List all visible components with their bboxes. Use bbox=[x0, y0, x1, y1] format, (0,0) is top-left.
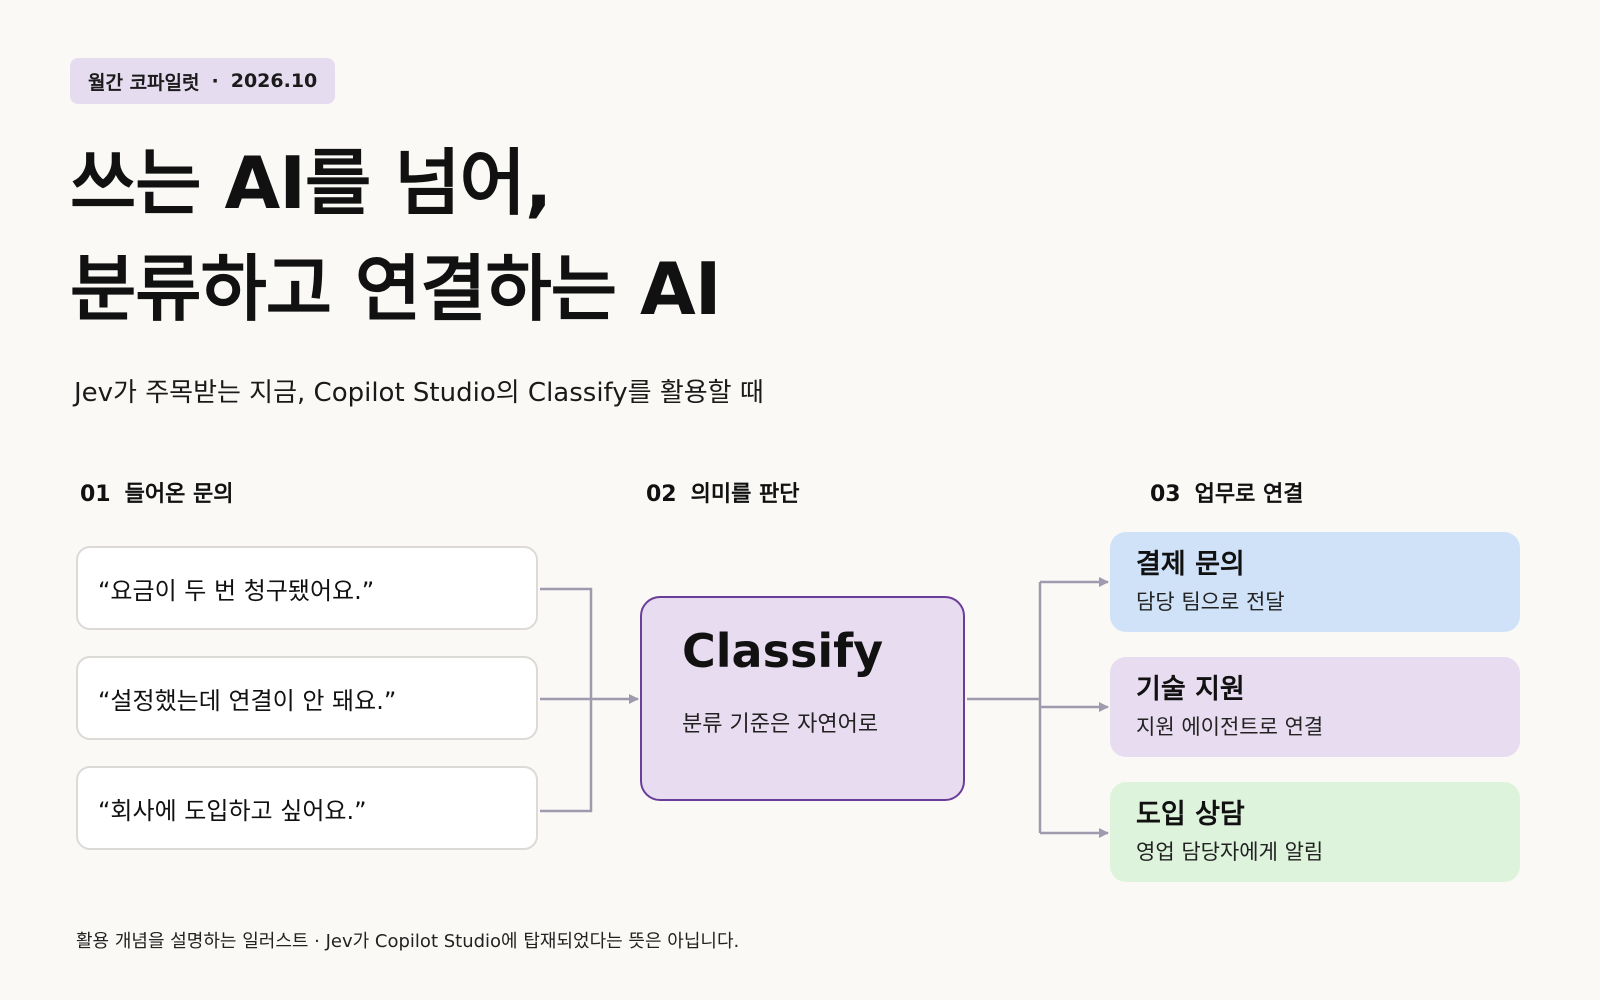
column-number: 01 bbox=[80, 482, 111, 507]
query-card-billing: “요금이 두 번 청구됐어요.” bbox=[76, 546, 538, 630]
issue-date: 2026.10 bbox=[230, 70, 318, 92]
title-line-1: 쓰는 AI를 넘어, bbox=[70, 141, 552, 225]
outcome-title: 결제 문의 bbox=[1136, 549, 1245, 580]
outcome-title: 기술 지원 bbox=[1136, 674, 1245, 705]
outcome-card-tech-support: 기술 지원 지원 에이전트로 연결 bbox=[1110, 657, 1520, 757]
column-number: 02 bbox=[646, 482, 677, 507]
column-label: 의미를 판단 bbox=[690, 482, 800, 507]
outcome-card-billing: 결제 문의 담당 팀으로 전달 bbox=[1110, 532, 1520, 632]
query-card-connection: “설정했는데 연결이 안 돼요.” bbox=[76, 656, 538, 740]
outcome-description: 영업 담당자에게 알림 bbox=[1136, 840, 1324, 864]
footnote: 활용 개념을 설명하는 일러스트 · Jev가 Copilot Studio에 … bbox=[76, 931, 740, 952]
badge-separator: · bbox=[211, 70, 219, 92]
column-heading-incoming: 01 들어온 문의 bbox=[80, 476, 234, 508]
outcome-title: 도입 상담 bbox=[1136, 799, 1245, 830]
query-card-adoption: “회사에 도입하고 싶어요.” bbox=[76, 766, 538, 850]
classify-description: 분류 기준은 자연어로 bbox=[682, 712, 879, 737]
outcome-description: 담당 팀으로 전달 bbox=[1136, 590, 1285, 614]
classify-name: Classify bbox=[682, 624, 884, 678]
column-heading-connect: 03 업무로 연결 bbox=[1150, 476, 1304, 508]
publication-name: 월간 코파일럿 bbox=[88, 71, 200, 94]
column-label: 업무로 연결 bbox=[1194, 482, 1304, 507]
outcome-description: 지원 에이전트로 연결 bbox=[1136, 715, 1324, 739]
column-label: 들어온 문의 bbox=[124, 482, 234, 507]
page-title: 쓰는 AI를 넘어, 분류하고 연결하는 AI bbox=[70, 130, 722, 342]
title-line-2: 분류하고 연결하는 AI bbox=[70, 247, 722, 331]
column-heading-judge: 02 의미를 판단 bbox=[646, 476, 800, 508]
column-number: 03 bbox=[1150, 482, 1181, 507]
outcome-card-adoption: 도입 상담 영업 담당자에게 알림 bbox=[1110, 782, 1520, 882]
page-subtitle: Jev가 주목받는 지금, Copilot Studio의 Classify를 … bbox=[74, 378, 764, 408]
issue-badge: 월간 코파일럿 · 2026.10 bbox=[70, 58, 336, 104]
classify-node: Classify 분류 기준은 자연어로 bbox=[640, 596, 965, 801]
